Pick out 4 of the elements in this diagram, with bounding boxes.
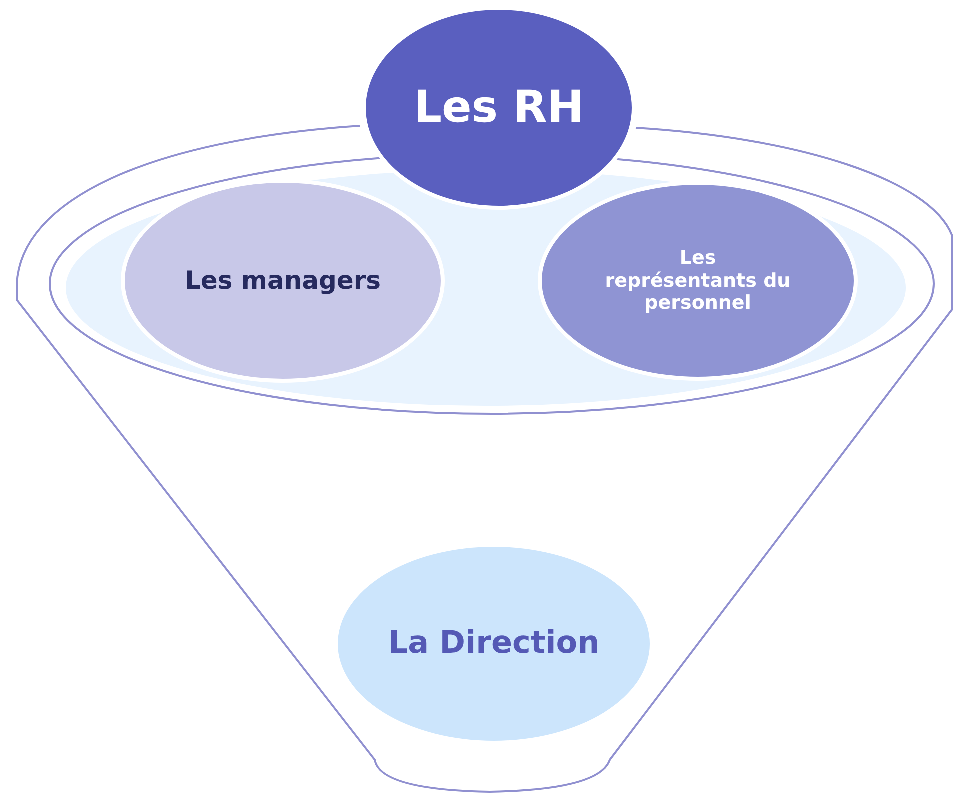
node-label: La Direction	[388, 625, 600, 663]
node-label: Les représentants du personnel	[604, 246, 792, 316]
node-label: Les managers	[184, 266, 382, 296]
node-label: Les RH	[414, 82, 584, 134]
